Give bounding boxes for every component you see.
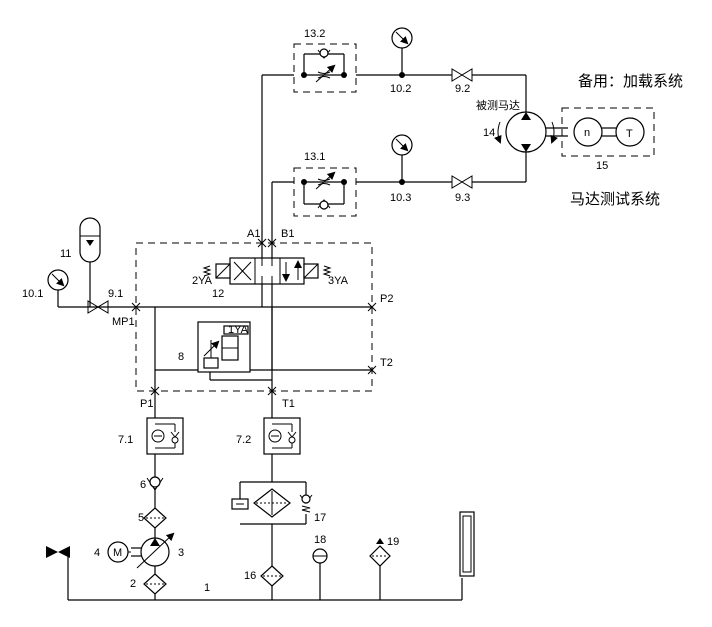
speed-sensor-label: n <box>584 127 590 139</box>
label-18: 18 <box>314 534 326 546</box>
drain-valve <box>46 546 70 558</box>
port-mp1-label: MP1 <box>112 316 135 328</box>
label-6: 6 <box>140 479 146 491</box>
hydraulic-motor-14 <box>494 111 568 153</box>
ball-valve-9-1 <box>87 300 109 314</box>
mp1-branch <box>57 262 136 308</box>
label-2ya: 2YA <box>192 275 213 287</box>
ball-valve-9-3 <box>451 175 473 189</box>
return-filter-cooler-17 <box>231 488 313 518</box>
label-16: 16 <box>244 570 256 582</box>
pressure-filter-5 <box>143 507 167 529</box>
check-valve-6 <box>146 476 164 491</box>
port-t2-label: T2 <box>380 357 393 369</box>
pressure-gauge-10-1 <box>47 269 69 291</box>
speed-torque-sensor-15: n T <box>561 107 655 157</box>
label-9-3: 9.3 <box>455 192 470 204</box>
tank-return-line <box>67 552 463 601</box>
directional-valve-12 <box>202 257 332 285</box>
flowmeter-7-1 <box>146 417 184 455</box>
label-11: 11 <box>60 248 71 260</box>
label-10-2: 10.2 <box>390 83 411 95</box>
flowmeter-7-2 <box>263 417 301 455</box>
manifold-lines <box>136 243 372 381</box>
torque-sensor-label: T <box>626 128 633 140</box>
pressure-gauge-10-2 <box>391 27 413 78</box>
label-1: 1 <box>204 582 210 594</box>
pressure-gauge-10-3 <box>391 134 413 185</box>
motor-m-label: M <box>113 547 122 559</box>
label-2: 2 <box>130 578 136 590</box>
label-13-1: 13.1 <box>304 151 325 163</box>
label-10-1: 10.1 <box>22 288 43 300</box>
label-19: 19 <box>387 536 399 548</box>
air-breather-19 <box>369 538 391 600</box>
label-14: 14 <box>483 127 495 139</box>
label-8: 8 <box>178 351 184 363</box>
electric-motor-4: M <box>107 541 131 563</box>
label-9-2: 9.2 <box>455 83 470 95</box>
label-10-3: 10.3 <box>390 192 411 204</box>
motor-test-system-title: 马达测试系统 <box>570 190 660 208</box>
backup-loading-system-title: 备用：加载系统 <box>578 72 683 90</box>
label-3ya: 3YA <box>328 275 349 287</box>
port-b1-label: B1 <box>281 228 294 240</box>
variable-pump-3 <box>131 532 175 569</box>
suction-filter-2 <box>143 573 167 595</box>
label-9-1: 9.1 <box>108 288 123 300</box>
port-t1-label: T1 <box>282 398 295 410</box>
throttle-check-valve-13-2 <box>293 43 357 93</box>
thermometer-18 <box>312 548 328 600</box>
port-a1-label: A1 <box>247 228 260 240</box>
label-1ya: 1YA <box>228 324 249 336</box>
proportional-relief-valve-8 <box>197 321 251 373</box>
ball-valve-9-2 <box>451 68 473 82</box>
throttle-check-valve-13-1 <box>293 167 357 217</box>
label-4: 4 <box>94 547 100 559</box>
label-7-1: 7.1 <box>118 434 133 446</box>
label-13-2: 13.2 <box>304 28 325 40</box>
label-15: 15 <box>596 160 608 172</box>
label-17: 17 <box>314 512 326 524</box>
motor-under-test-label: 被测马达 <box>476 99 520 112</box>
label-12: 12 <box>212 288 224 300</box>
port-p1-label: P1 <box>140 398 153 410</box>
accumulator-11 <box>79 217 101 263</box>
port-p2-label: P2 <box>380 293 393 305</box>
label-5: 5 <box>138 512 144 524</box>
label-7-2: 7.2 <box>236 434 251 446</box>
level-gauge <box>459 511 475 577</box>
label-3: 3 <box>178 547 184 559</box>
return-filter-16 <box>260 565 284 587</box>
